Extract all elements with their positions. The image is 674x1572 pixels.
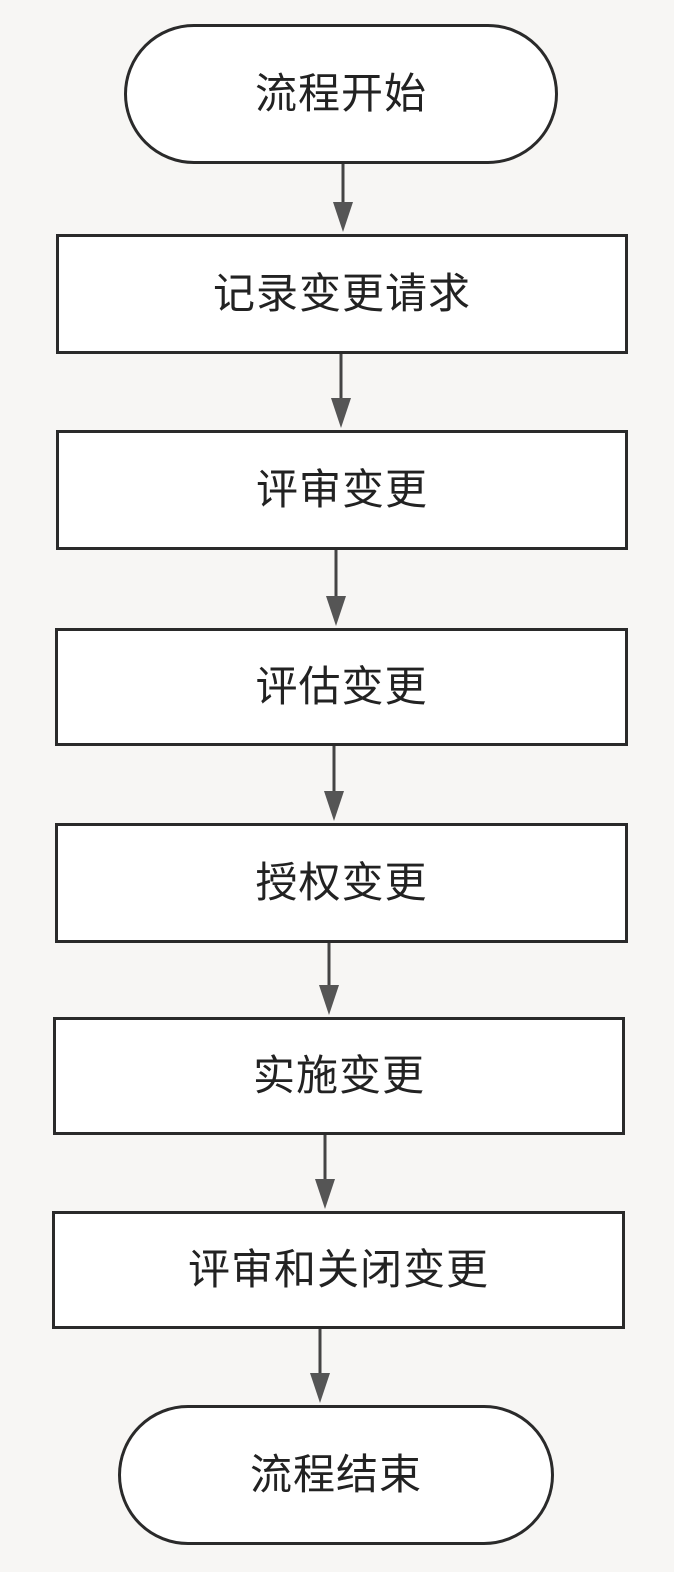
step-label: 评审和关闭变更 [187, 1245, 489, 1294]
step-review-change: 评审变更 [56, 430, 628, 550]
step-authorize-change: 授权变更 [55, 823, 628, 943]
step-label: 评估变更 [255, 662, 428, 711]
start-terminal: 流程开始 [124, 24, 558, 164]
arrow-authorize-to-implement [319, 943, 339, 1015]
step-review-and-close-change: 评审和关闭变更 [52, 1211, 625, 1329]
arrow-start-to-record [333, 164, 353, 232]
step-implement-change: 实施变更 [53, 1017, 625, 1135]
end-terminal: 流程结束 [118, 1405, 554, 1545]
step-assess-change: 评估变更 [55, 628, 628, 746]
arrow-record-to-review [331, 354, 351, 428]
step-label: 实施变更 [252, 1051, 425, 1100]
arrow-assess-to-authorize [324, 746, 344, 821]
step-label: 授权变更 [255, 858, 428, 907]
start-label: 流程开始 [254, 69, 427, 118]
arrow-review-close-to-end [310, 1329, 330, 1403]
step-label: 记录变更请求 [212, 269, 471, 318]
arrow-implement-to-review-close [315, 1135, 335, 1209]
step-label: 评审变更 [255, 465, 428, 514]
end-label: 流程结束 [249, 1450, 422, 1499]
arrow-review-to-assess [326, 550, 346, 626]
step-record-change-request: 记录变更请求 [56, 234, 628, 354]
